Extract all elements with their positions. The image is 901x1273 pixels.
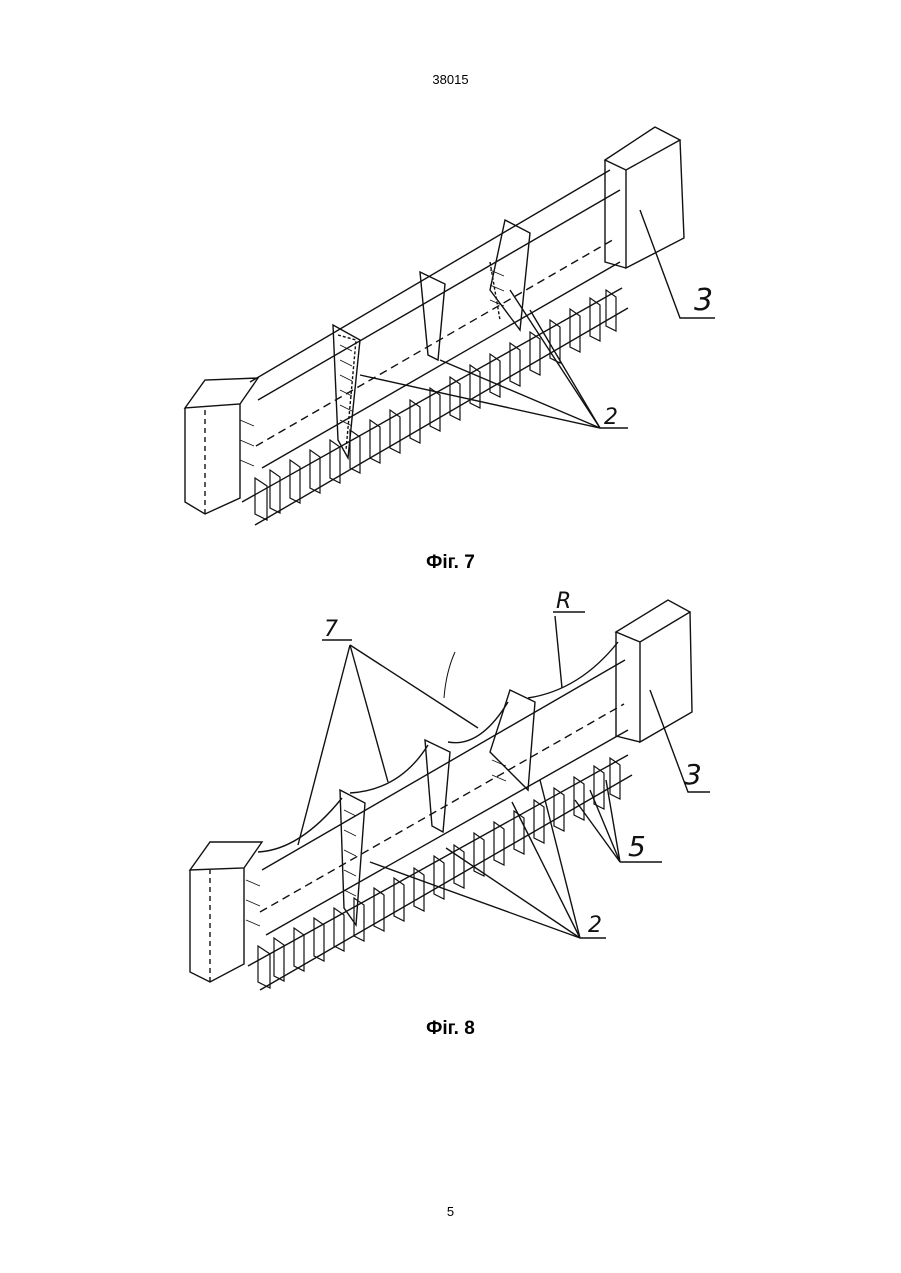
figure-7: 3 2: [0, 110, 901, 540]
figure-8-drawing: 7 R 3 5 2: [0, 590, 901, 1010]
figure-7-label-sections: 2: [604, 405, 618, 430]
figure-8-label-teeth: 5: [628, 830, 646, 863]
figure-8-label-block: 3: [684, 758, 702, 791]
figure-8: 7 R 3 5 2: [0, 590, 901, 1010]
figure-8-label-radius: R: [556, 590, 571, 614]
figure-8-caption: Фіг. 8: [0, 1018, 901, 1040]
figure-8-label-sections: 2: [588, 913, 602, 938]
page-number: 5: [0, 1204, 901, 1219]
figure-7-caption: Фіг. 7: [0, 552, 901, 574]
figure-8-label-arcs: 7: [324, 617, 338, 642]
figure-7-drawing: 3 2: [0, 110, 901, 540]
document-number: 38015: [0, 72, 901, 87]
figure-7-label-block: 3: [694, 283, 713, 318]
